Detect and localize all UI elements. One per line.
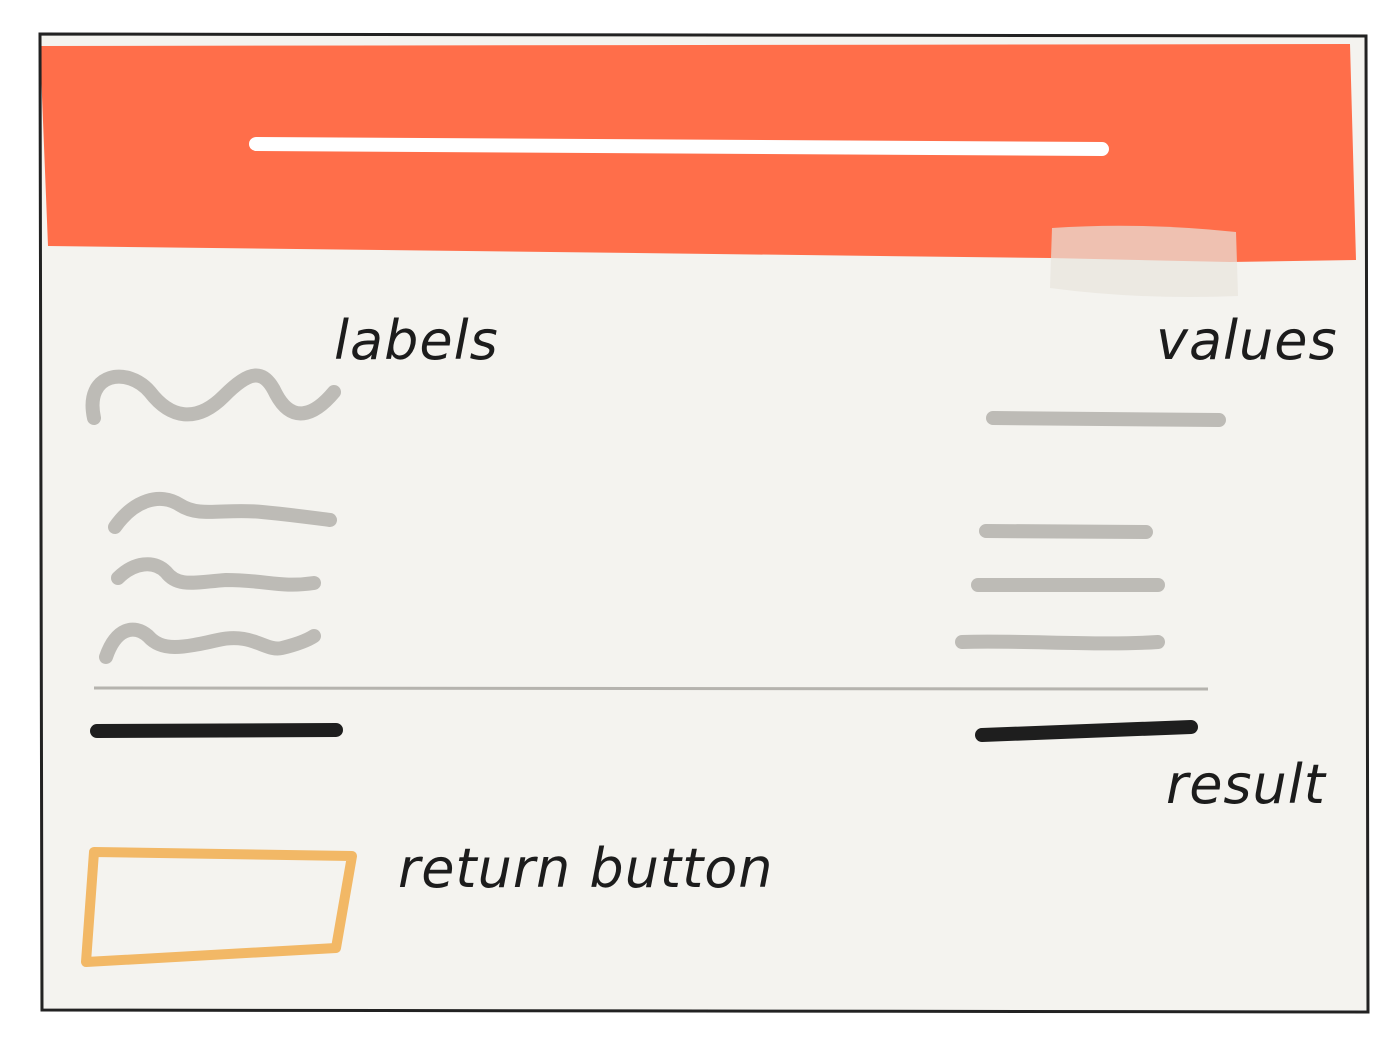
value-line-1 bbox=[986, 411, 1226, 427]
header-smudge bbox=[1050, 225, 1238, 297]
result-label-line bbox=[90, 723, 343, 738]
label-squiggle-1 bbox=[85, 368, 341, 425]
frame-border bbox=[38, 32, 1370, 1014]
total-divider bbox=[93, 686, 1209, 691]
label-squiggle-4 bbox=[99, 622, 321, 664]
value-line-2 bbox=[979, 524, 1153, 539]
value-line-4 bbox=[955, 634, 1165, 651]
result-value-line bbox=[975, 720, 1198, 742]
label-squiggle-3 bbox=[111, 557, 321, 592]
header-title-line bbox=[249, 137, 1109, 156]
values-annotation: values bbox=[1156, 309, 1338, 372]
return-button[interactable] bbox=[81, 847, 357, 967]
result-annotation: result bbox=[1166, 753, 1326, 816]
return-button-annotation: return button bbox=[398, 837, 774, 900]
labels-annotation: labels bbox=[334, 309, 499, 372]
label-squiggle-2 bbox=[108, 491, 337, 534]
